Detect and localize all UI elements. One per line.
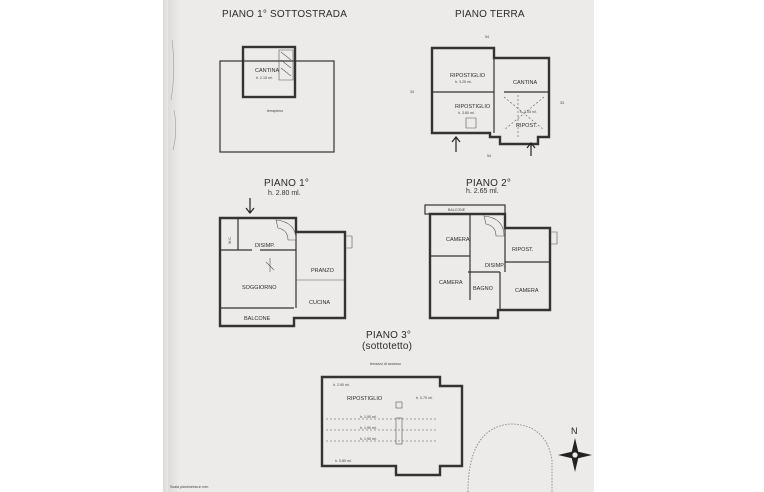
- ground-dim-top: 54: [485, 35, 489, 39]
- second-room-bagno: BAGNO: [473, 286, 494, 292]
- stamp-mark: [467, 423, 553, 492]
- ground-dim-left: 34: [410, 90, 414, 94]
- height-second: h. 2.65 ml.: [466, 188, 499, 195]
- basement-height-cantina: h. 2.15 ml.: [256, 76, 273, 80]
- title-third: PIANO 3°: [366, 330, 412, 341]
- ground-room-ripostiglio-1: RIPOSTIGLIO: [450, 73, 486, 79]
- second-room-camera-2: CAMERA: [439, 280, 463, 286]
- ground-room-ripostiglio-2: RIPOSTIGLIO: [455, 104, 491, 110]
- ground-height-1: h. 3.25 ml.: [455, 80, 472, 84]
- first-room-wc: W.C.: [228, 236, 232, 244]
- title-basement: PIANO 1° SOTTOSTRADA: [222, 9, 348, 20]
- first-room-cucina: CUCINA: [309, 300, 330, 306]
- height-first: h. 2.80 ml.: [268, 190, 301, 197]
- ground-room-ripost: RIPOST.: [516, 123, 538, 129]
- first-plan: W.C. DISIMP. PRANZO SOGGIORNO CUCINA BAL…: [218, 198, 353, 328]
- footer-caption: Scala planimetria in mm: [170, 485, 208, 489]
- basement-terrapieno: terrapieno: [267, 109, 283, 113]
- paper-fold: [168, 0, 180, 492]
- third-note: terrazzo di accesso: [370, 362, 401, 366]
- second-room-balcone: BALCONE: [448, 208, 466, 212]
- ground-height-3: h. 3.05 ml.: [520, 110, 537, 114]
- compass-rose-icon: [558, 438, 592, 472]
- floor-plan-sheet: [168, 0, 594, 492]
- second-room-disimp: DISIMP.: [485, 263, 505, 269]
- third-height-6: h. 0.80 ml.: [335, 459, 352, 463]
- first-room-soggiorno: SOGGIORNO: [242, 285, 277, 291]
- basement-room-cantina: CANTINA: [255, 68, 279, 74]
- first-room-pranzo: PRANZO: [311, 268, 335, 274]
- first-room-disimp: DISIMP.: [255, 243, 275, 249]
- second-room-camera-1: CAMERA: [446, 237, 470, 243]
- third-height-4: h. 1.90 ml.: [360, 426, 377, 430]
- second-room-ripost: RIPOST.: [512, 247, 534, 253]
- title-ground: PIANO TERRA: [455, 9, 525, 20]
- ground-plan: RIPOSTIGLIO h. 3.25 ml. RIPOSTIGLIO h. 3…: [410, 35, 564, 158]
- paper-edge-shadow: [163, 0, 169, 492]
- ground-dim-right: 33: [560, 101, 564, 105]
- ground-dim-bottom: 54: [487, 154, 491, 158]
- third-plan: terrazzo di accesso RIPOSTIGLIO h. 2.90 …: [320, 362, 464, 477]
- third-room-ripostiglio: RIPOSTIGLIO: [347, 396, 383, 402]
- basement-plan: CANTINA h. 2.15 ml. terrapieno: [219, 45, 335, 153]
- title-first: PIANO 1°: [264, 178, 310, 189]
- third-height-5: h. 1.90 ml.: [360, 437, 377, 441]
- second-room-camera-3: CAMERA: [515, 288, 539, 294]
- third-height-3: h. 1.90 ml.: [360, 415, 377, 419]
- ground-room-cantina: CANTINA: [513, 80, 537, 86]
- ground-height-2: h. 3.80 ml.: [458, 111, 475, 115]
- third-height-2: h. 0.70 ml.: [416, 396, 433, 400]
- first-room-balcone: BALCONE: [244, 316, 271, 322]
- compass-north-label: N: [571, 426, 578, 436]
- margin-marks: [170, 39, 177, 151]
- title-second: PIANO 2°: [466, 178, 512, 189]
- title-third-sub: (sottotetto): [362, 341, 413, 352]
- second-plan: BALCONE CAMERA RIPOST. DISIMP. CAMERA BA…: [424, 204, 558, 320]
- third-height-1: h. 2.90 ml.: [333, 383, 350, 387]
